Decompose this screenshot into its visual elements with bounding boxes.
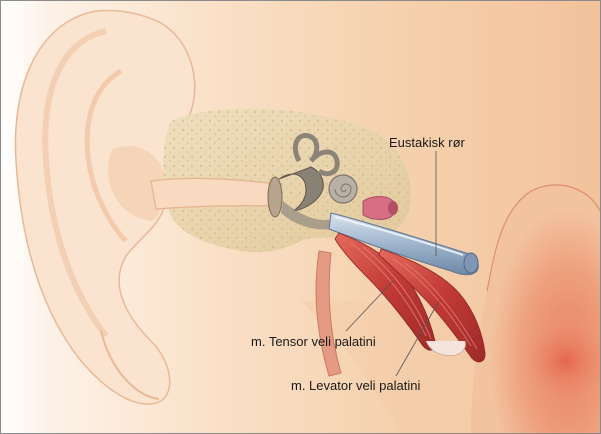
ear-canal bbox=[151, 178, 273, 209]
tympanic-membrane bbox=[268, 177, 282, 217]
tensor-veli-palatini-label: m. Tensor veli palatini bbox=[251, 335, 376, 348]
levator-veli-palatini-label: m. Levator veli palatini bbox=[291, 379, 420, 392]
eustachian-tube-label: Eustakisk rør bbox=[389, 136, 465, 149]
carotid-canal-opening bbox=[388, 201, 398, 215]
eustachian-tube-opening bbox=[464, 253, 478, 273]
cochlea bbox=[329, 175, 357, 203]
